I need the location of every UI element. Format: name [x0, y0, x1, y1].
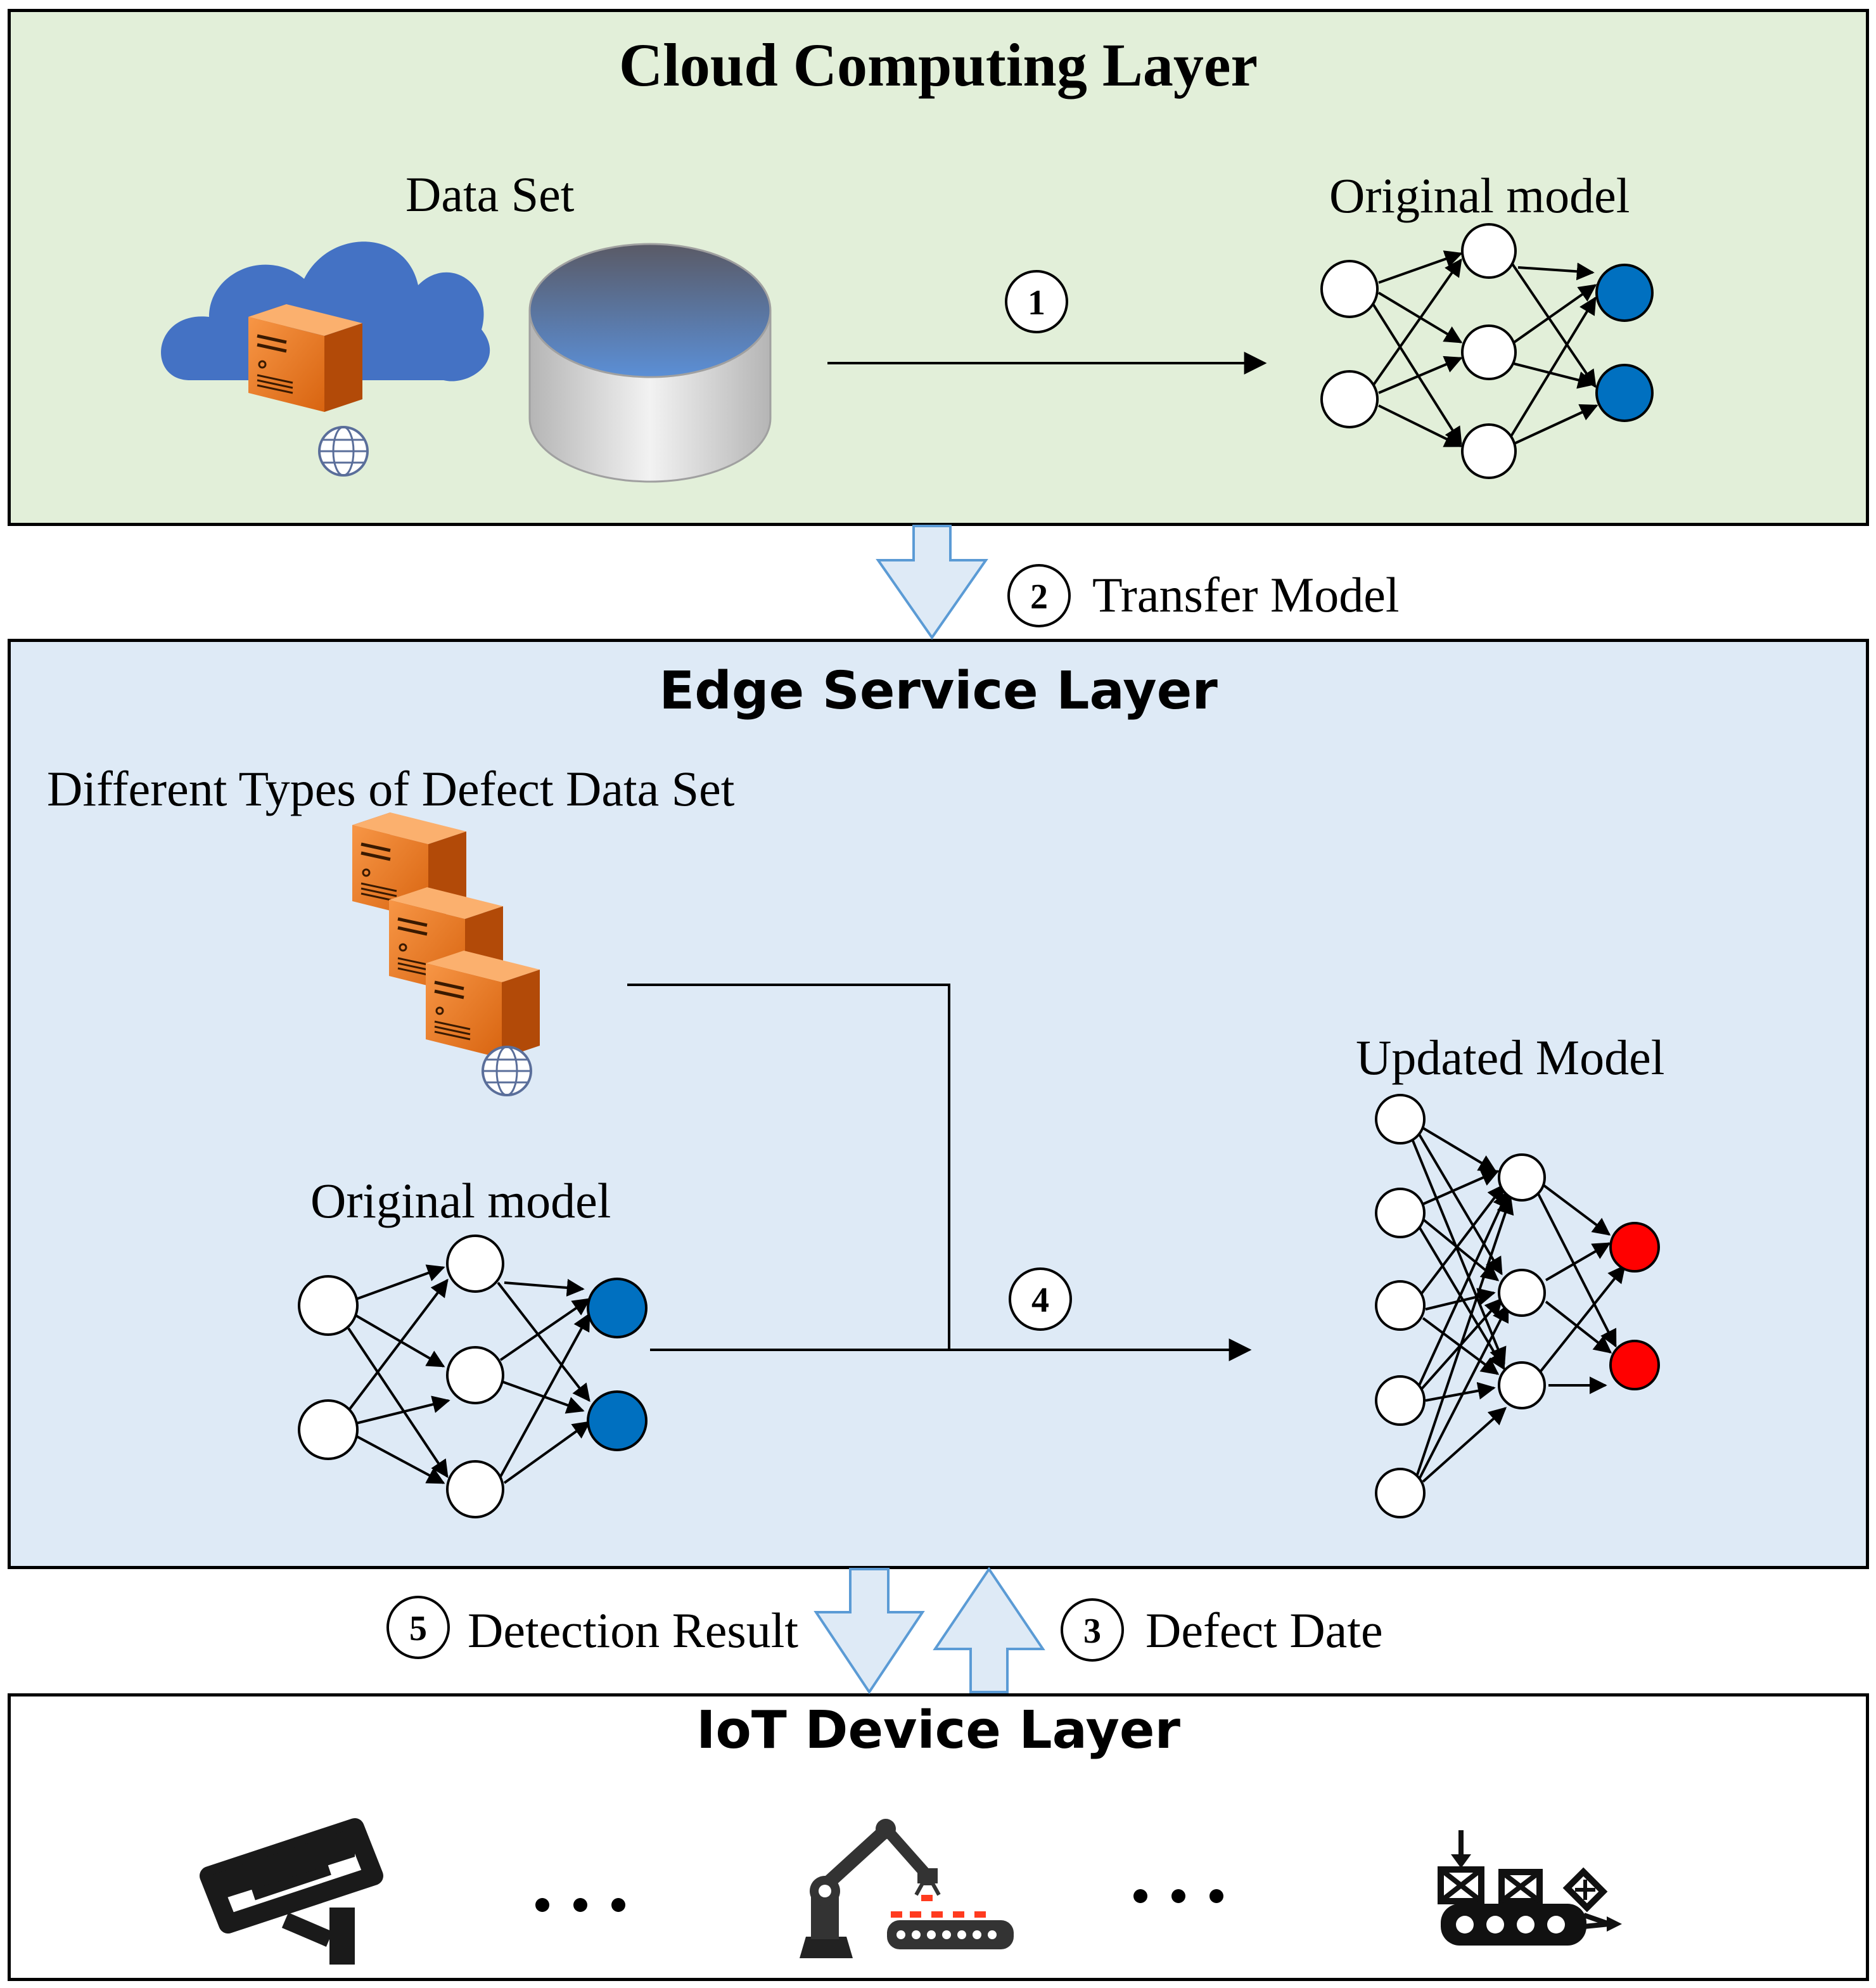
defect-date-label: Defect Date: [1145, 1603, 1383, 1658]
step-5-badge: 5: [386, 1596, 450, 1659]
svg-text:4: 4: [1031, 1281, 1049, 1320]
cloud-original-model-label: Original model: [1329, 168, 1630, 223]
defect-data-connector: [627, 984, 950, 1350]
svg-text:2: 2: [1030, 577, 1048, 617]
robot-arm-icon: [800, 1819, 1014, 1958]
cloud-icon: [161, 241, 490, 382]
edge-original-model-label: Original model: [310, 1173, 611, 1228]
step-3-badge: 3: [1061, 1598, 1124, 1662]
transfer-model-label: Transfer Model: [1092, 567, 1400, 622]
cloud-server-icon: [248, 304, 362, 412]
dataset-label: Data Set: [405, 167, 575, 222]
updated-model-label: Updated Model: [1356, 1030, 1665, 1085]
iot-layer-title: IoT Device Layer: [696, 1700, 1180, 1760]
server-stack-icon: [352, 812, 540, 1096]
conveyor-icon: [1438, 1830, 1622, 1946]
svg-text:5: 5: [409, 1609, 427, 1648]
updated-model-network: [1412, 1127, 1626, 1483]
step-2-badge: 2: [1007, 564, 1071, 627]
edge-service-layer: Edge Service Layer: [8, 639, 1869, 1569]
step-1-badge: 1: [1005, 270, 1068, 333]
database-icon: [528, 243, 772, 483]
detection-result-label: Detection Result: [468, 1603, 799, 1658]
edge-original-network-nodes: [298, 1234, 648, 1518]
updated-network-nodes: [1375, 1094, 1660, 1518]
cloud-globe-icon: [318, 426, 369, 477]
svg-text:3: 3: [1083, 1612, 1101, 1651]
cloud-original-model-network: [1371, 250, 1598, 447]
defect-date-arrow: [933, 1567, 1045, 1693]
edge-layer-title: Edge Service Layer: [659, 661, 1218, 721]
step-4-badge: 4: [1009, 1267, 1072, 1331]
defect-dataset-label: Different Types of Defect Data Set: [47, 761, 735, 816]
cloud-layer-title: Cloud Computing Layer: [618, 31, 1258, 99]
camera-icon: [200, 1818, 383, 1965]
svg-text:1: 1: [1028, 283, 1045, 323]
ellipsis-1: [535, 1898, 625, 1912]
detection-result-arrow: [814, 1568, 925, 1695]
edge-original-model-network: [347, 1264, 591, 1484]
transfer-down-arrow: [876, 525, 988, 640]
cloud-network-nodes: [1320, 223, 1654, 479]
ellipsis-2: [1133, 1889, 1223, 1903]
